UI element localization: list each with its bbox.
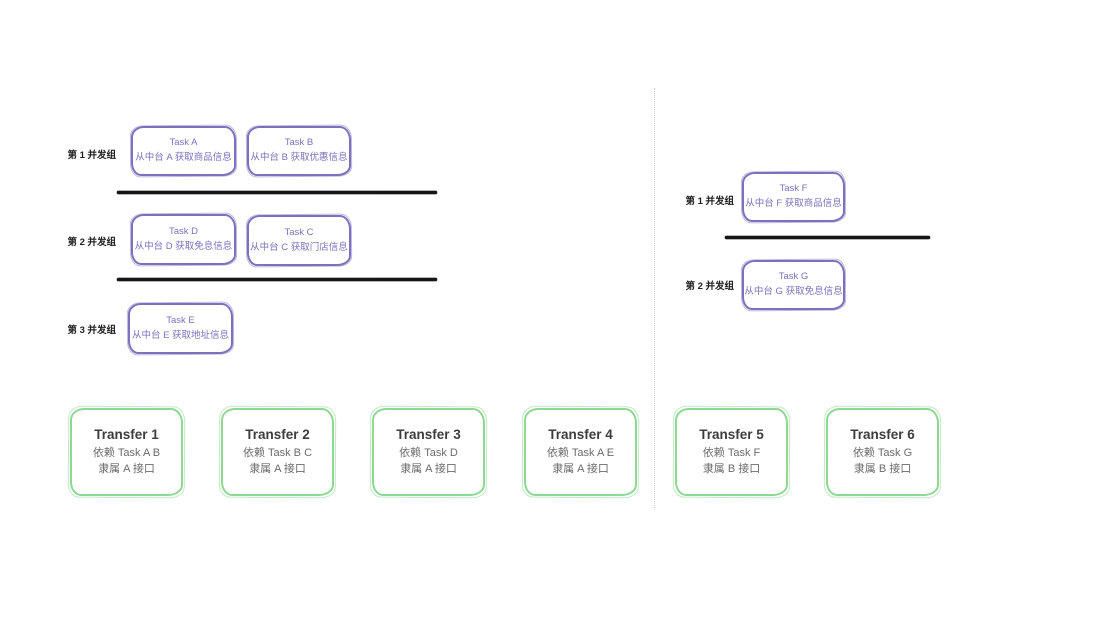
task-e-title: Task E: [166, 314, 195, 326]
group-label-right-1: 第 1 并发组: [685, 196, 734, 207]
task-e-desc: 从中台 E 获取地址信息: [131, 329, 230, 341]
transfer-box-3: Transfer 3 依赖 Task D 隶属 A 接口: [372, 408, 485, 496]
transfer-2-owner: 隶属 A 接口: [249, 462, 306, 475]
task-f-title: Task F: [779, 183, 808, 195]
group-label-right-2: 第 2 并发组: [685, 281, 734, 292]
task-box-c: Task C 从中台 C 获取门店信息: [247, 215, 351, 266]
divider-right-1: [725, 236, 930, 239]
task-d-desc: 从中台 D 获取免息信息: [134, 240, 233, 252]
divider-left-1: [117, 191, 437, 194]
transfer-4-title: Transfer 4: [548, 427, 613, 443]
transfer-4-dependency: 依赖 Task A E: [546, 447, 615, 460]
transfer-box-2: Transfer 2 依赖 Task B C 隶属 A 接口: [221, 408, 334, 496]
transfer-5-title: Transfer 5: [699, 427, 764, 443]
task-c-title: Task C: [284, 226, 314, 238]
transfer-box-1: Transfer 1 依赖 Task A B 隶属 A 接口: [70, 408, 183, 496]
transfer-box-6: Transfer 6 依赖 Task G 隶属 B 接口: [826, 408, 939, 496]
group-label-left-1: 第 1 并发组: [67, 150, 116, 161]
task-a-desc: 从中台 A 获取商品信息: [135, 152, 232, 163]
dotted-separator: [654, 88, 655, 508]
transfer-6-dependency: 依赖 Task G: [852, 447, 913, 460]
task-box-f: Task F 从中台 F 获取商品信息: [742, 172, 845, 222]
transfer-2-title: Transfer 2: [245, 427, 310, 443]
task-box-d: Task D 从中台 D 获取免息信息: [131, 214, 236, 265]
transfer-5-owner: 隶属 B 接口: [702, 462, 761, 475]
task-box-a: Task A 从中台 A 获取商品信息: [131, 126, 236, 176]
task-d-title: Task D: [168, 225, 199, 237]
transfer-3-title: Transfer 3: [396, 427, 461, 443]
transfer-1-dependency: 依赖 Task A B: [92, 447, 161, 460]
transfer-6-title: Transfer 6: [850, 427, 915, 443]
task-b-desc: 从中台 B 获取优惠信息: [250, 152, 348, 163]
transfer-3-owner: 隶属 A 接口: [400, 462, 457, 475]
transfer-box-4: Transfer 4 依赖 Task A E 隶属 A 接口: [524, 408, 637, 496]
transfer-6-owner: 隶属 B 接口: [853, 462, 912, 475]
group-label-left-2: 第 2 并发组: [67, 237, 116, 248]
transfer-box-5: Transfer 5 依赖 Task F 隶属 B 接口: [675, 408, 788, 496]
task-a-title: Task A: [169, 137, 198, 149]
transfer-5-dependency: 依赖 Task F: [702, 447, 761, 460]
transfer-1-title: Transfer 1: [94, 427, 159, 443]
transfer-2-dependency: 依赖 Task B C: [242, 447, 313, 460]
divider-left-2: [117, 278, 437, 281]
transfer-1-owner: 隶属 A 接口: [98, 462, 155, 475]
transfer-3-dependency: 依赖 Task D: [399, 447, 458, 460]
transfer-4-owner: 隶属 A 接口: [552, 462, 609, 475]
task-c-desc: 从中台 C 获取门店信息: [250, 241, 348, 253]
task-g-desc: 从中台 G 获取免息信息: [744, 286, 843, 297]
task-box-b: Task B 从中台 B 获取优惠信息: [247, 126, 351, 176]
task-box-g: Task G 从中台 G 获取免息信息: [742, 260, 845, 310]
task-g-title: Task G: [778, 271, 809, 283]
task-box-e: Task E 从中台 E 获取地址信息: [128, 303, 233, 354]
task-b-title: Task B: [284, 137, 314, 149]
group-label-left-3: 第 3 并发组: [67, 325, 116, 336]
task-f-desc: 从中台 F 获取商品信息: [745, 198, 842, 209]
